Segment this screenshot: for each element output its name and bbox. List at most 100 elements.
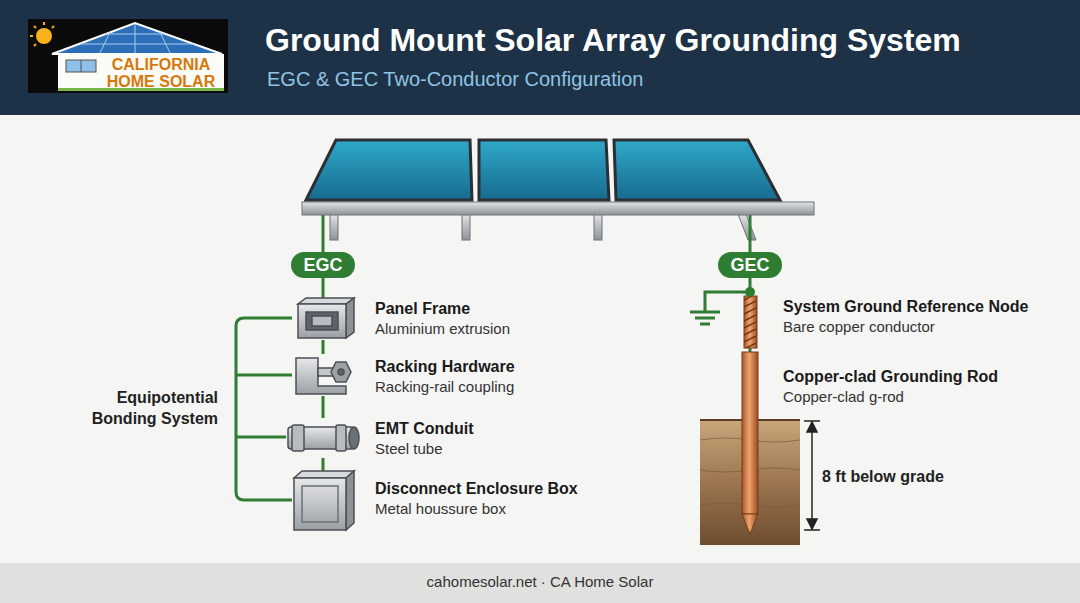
ground-wire — [323, 215, 750, 252]
logo — [80, 24, 194, 53]
text-holder: EMT ConduitSteel tube — [375, 418, 474, 459]
logo — [66, 60, 96, 72]
grounding-rod — [742, 352, 758, 534]
footer-bar — [0, 563, 1080, 603]
item-description: Racking-rail coupling — [375, 377, 515, 397]
solar-array — [306, 140, 472, 200]
text-holder: EGC — [291, 252, 355, 278]
conductor-twist — [744, 296, 757, 348]
grounding-rod — [742, 514, 758, 534]
panel-frame-icon — [346, 298, 354, 338]
bonding-bracket — [236, 318, 292, 500]
emt-conduit-icon — [336, 425, 346, 451]
disconnect-box-icon — [346, 471, 354, 530]
logo — [80, 44, 194, 45]
emt-conduit-icon — [292, 425, 304, 451]
ground-wire — [749, 215, 752, 252]
badge-text: EGC — [291, 252, 355, 278]
disconnect-box-icon — [294, 471, 354, 478]
egc-badge: EGC — [291, 252, 355, 278]
item-heading: Racking Hardware — [375, 356, 515, 377]
dimension-line — [804, 421, 820, 530]
logo — [34, 26, 36, 28]
subtitle: EGC & GEC Two-Conductor Configuration — [267, 66, 643, 92]
logo — [58, 54, 224, 90]
solar-array — [330, 214, 338, 240]
ground-symbol — [695, 317, 715, 320]
solar-array — [738, 214, 756, 240]
ground-conductor — [322, 396, 325, 418]
ground-conductor — [322, 458, 325, 472]
solar-array — [302, 140, 814, 240]
ground-wire — [322, 215, 325, 252]
ground-symbol — [690, 311, 720, 314]
text-holder: Copper-clad Grounding RodCopper-clad g-r… — [783, 366, 998, 407]
text-holder: Racking HardwareRacking-rail coupling — [375, 356, 515, 397]
component-item: Panel FrameAluminium extrusion — [290, 298, 790, 340]
dimension-line — [807, 422, 817, 432]
item-heading: Disconnect Enclosure Box — [375, 478, 578, 499]
logo-text: CALIFORNIA HOME SOLAR — [98, 56, 224, 90]
text-holder: Disconnect Enclosure BoxMetal houssure b… — [375, 478, 578, 519]
logo — [36, 28, 52, 44]
solar-array — [306, 140, 780, 200]
solar-array — [614, 140, 780, 200]
racking-coupling-icon — [296, 358, 351, 394]
item-description: Metal houssure box — [375, 499, 578, 519]
reference-node-dot — [745, 287, 755, 297]
logo — [30, 35, 33, 37]
ground-conductor — [322, 340, 325, 354]
emt-conduit-icon — [288, 425, 359, 451]
gec-badge: GEC — [718, 252, 782, 278]
panel-frame-icon — [298, 298, 354, 304]
component-item: Disconnect Enclosure BoxMetal houssure b… — [290, 472, 790, 530]
disconnect-box-icon — [302, 486, 338, 522]
ground-conductor — [322, 278, 325, 298]
logo — [100, 32, 110, 53]
item-description: Bare copper conductor — [783, 317, 1028, 337]
logo — [34, 44, 36, 46]
logo — [160, 32, 170, 53]
logo — [28, 19, 228, 93]
item-description: Copper-clad g-rod — [783, 387, 998, 407]
racking-coupling-icon — [331, 362, 351, 382]
dimension-label: 8 ft below grade — [822, 467, 944, 488]
item-description: Steel tube — [375, 439, 474, 459]
ground-symbol — [700, 323, 710, 326]
panel-frame-icon — [298, 304, 346, 338]
logo — [43, 22, 45, 25]
ground-symbol — [705, 292, 750, 311]
item-heading: System Ground Reference Node — [783, 296, 1028, 317]
dimension-line — [807, 519, 817, 529]
caption: cahomesolar.net · CA Home Solar — [0, 573, 1080, 590]
badge-text: GEC — [718, 252, 782, 278]
copper-conductor — [744, 296, 757, 348]
ground-conductor — [749, 348, 752, 352]
emt-conduit-icon — [349, 427, 359, 449]
panel-frame-icon — [306, 312, 338, 330]
solar-array — [479, 140, 609, 200]
solar-array — [330, 214, 756, 240]
text-holder: CALIFORNIA HOME SOLAR — [98, 56, 224, 90]
logo — [135, 24, 136, 53]
item-heading: Panel Frame — [375, 298, 510, 319]
item-heading: Copper-clad Grounding Rod — [783, 366, 998, 387]
text-holder: GEC — [718, 252, 782, 278]
component-item: System Ground Reference NodeBare copper … — [735, 292, 1075, 348]
grounding-rod — [742, 352, 758, 514]
logo — [81, 60, 82, 72]
logo-box: CALIFORNIA HOME SOLAR — [98, 56, 224, 90]
solar-array — [302, 202, 814, 215]
component-item: EMT ConduitSteel tube — [290, 418, 790, 458]
logo — [52, 23, 222, 54]
logo — [52, 26, 54, 28]
solar-array — [594, 214, 602, 240]
panel-frame-icon — [298, 298, 354, 338]
disconnect-box-icon — [294, 478, 346, 530]
text-holder: System Ground Reference NodeBare copper … — [783, 296, 1028, 337]
racking-coupling-icon — [338, 369, 344, 375]
text-holder: Panel FrameAluminium extrusion — [375, 298, 510, 339]
panel-frame-icon — [312, 316, 332, 326]
logo — [30, 22, 54, 46]
